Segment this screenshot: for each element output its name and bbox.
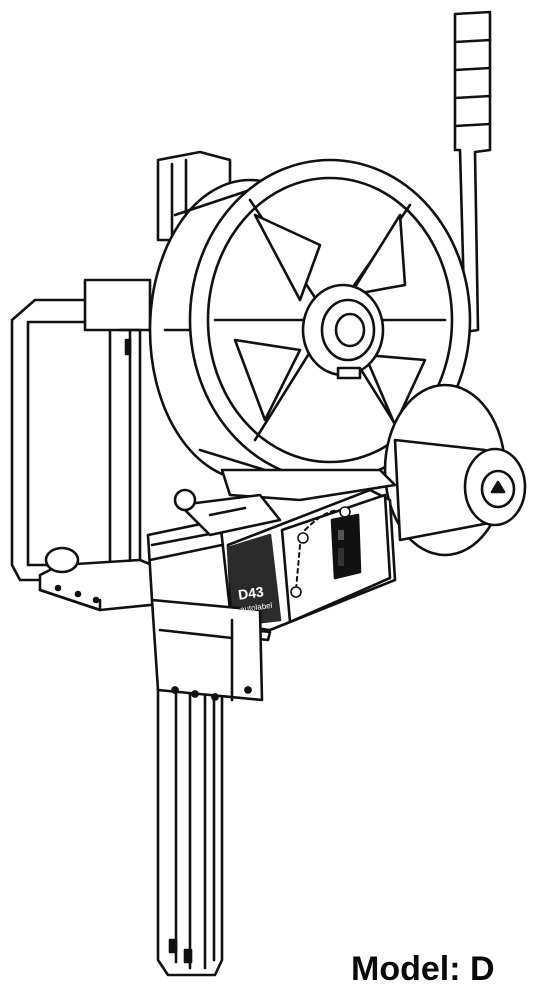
handle-bar [453, 10, 492, 334]
applicator-head [146, 468, 397, 612]
column-clamp [150, 598, 264, 702]
model-caption-text: Model: D [351, 950, 495, 988]
control-housing [10, 278, 152, 582]
rewind-roller [383, 383, 527, 557]
label-reel [148, 158, 472, 482]
model-caption: Model: D [351, 952, 495, 986]
